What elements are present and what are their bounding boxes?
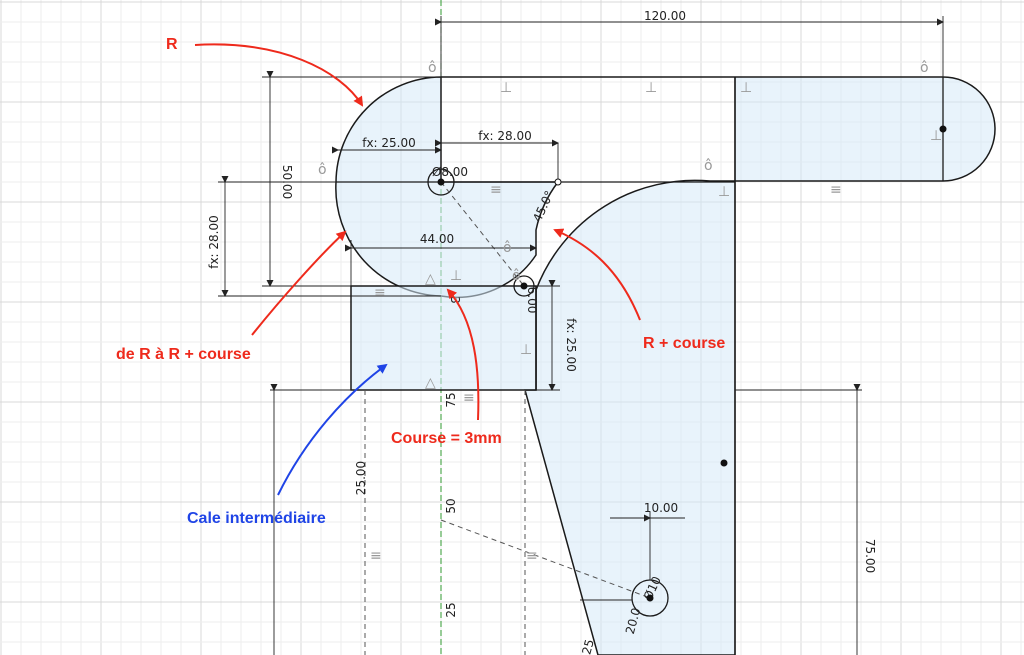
sketch-profile[interactable] bbox=[335, 76, 996, 655]
fix-icon: △ bbox=[425, 375, 436, 391]
blue-annotation-arrows bbox=[277, 363, 388, 496]
equal-icon: ≡ bbox=[374, 285, 386, 301]
left-arc-profile[interactable] bbox=[335, 76, 560, 299]
sketch-point[interactable] bbox=[939, 125, 947, 133]
tangent-icon: ô bbox=[428, 60, 437, 76]
open-point[interactable] bbox=[554, 178, 562, 186]
sketch-point[interactable] bbox=[520, 282, 528, 290]
tangent-icon: ô bbox=[318, 162, 327, 178]
sketch-point[interactable] bbox=[720, 459, 728, 467]
tangent-icon: ô bbox=[704, 158, 713, 174]
fix-icon: △ bbox=[425, 271, 436, 287]
annotation-r-to-r-course: de R à R + course bbox=[116, 346, 251, 363]
red-annotation-arrows bbox=[194, 43, 641, 421]
dim-fx25-right[interactable]: fx: 25.00 bbox=[564, 318, 578, 372]
center-point[interactable] bbox=[437, 178, 445, 186]
construction-lines bbox=[336, 77, 944, 655]
dim-fx28-left[interactable]: fx: 28.00 bbox=[207, 215, 221, 269]
annotation-r: R bbox=[166, 36, 178, 53]
small-hole bbox=[513, 275, 535, 297]
dim-8[interactable]: Ø8.00 bbox=[432, 165, 468, 179]
pivot-hole bbox=[427, 168, 455, 196]
tangent-icon: ô bbox=[512, 268, 521, 284]
dim-20[interactable]: 20.0 bbox=[623, 606, 643, 635]
dim-75-small[interactable]: 75 bbox=[444, 392, 458, 407]
annotation-course: Course = 3mm bbox=[391, 430, 502, 447]
tangent-icon: ô bbox=[920, 60, 929, 76]
equal-icon: ≡ bbox=[526, 548, 538, 564]
intermediate-shim[interactable] bbox=[350, 285, 537, 391]
dim-50-left[interactable]: 50.00 bbox=[280, 165, 294, 199]
annotation-r-plus-course: R + course bbox=[643, 335, 725, 352]
perpendicular-icon: ⊥ bbox=[520, 342, 532, 358]
sketch-points[interactable] bbox=[437, 125, 947, 602]
perpendicular-icon: ⊥ bbox=[645, 80, 657, 96]
dim-120[interactable]: 120.00 bbox=[644, 9, 686, 23]
dim-25-axis[interactable]: 25 bbox=[444, 602, 458, 617]
dim-25-left[interactable]: 25.00 bbox=[354, 461, 368, 495]
dimension-labels[interactable]: 120.00 fx: 25.00 fx: 28.00 Ø8.00 50.00 f… bbox=[207, 9, 877, 655]
tangent-icon: ô bbox=[503, 240, 512, 256]
dim-44[interactable]: 44.00 bbox=[420, 232, 454, 246]
constraint-glyphs: ô ô ô ô ô ô ⊥ ⊥ ⊥ ⊥ ⊥ ⊥ ⊥ △ △ ≡ ≡ ≡ ≡ ≡ … bbox=[318, 60, 942, 564]
dashed-construction bbox=[364, 181, 651, 655]
perpendicular-icon: ⊥ bbox=[740, 80, 752, 96]
perpendicular-icon: ⊥ bbox=[500, 80, 512, 96]
perpendicular-icon: ⊥ bbox=[718, 184, 730, 200]
dim-50-axis[interactable]: 50 bbox=[444, 498, 458, 513]
equal-icon: ≡ bbox=[830, 182, 842, 198]
perpendicular-icon: ⊥ bbox=[930, 128, 942, 144]
dimension-lines bbox=[218, 16, 944, 655]
dim-fx25-top[interactable]: fx: 25.00 bbox=[362, 136, 416, 150]
dim-75-right[interactable]: 75.00 bbox=[863, 539, 877, 573]
equal-icon: ≡ bbox=[370, 548, 382, 564]
dim-10[interactable]: 10.00 bbox=[644, 501, 678, 515]
dim-fx28-top[interactable]: fx: 28.00 bbox=[478, 129, 532, 143]
dim-25-bottom[interactable]: 25 bbox=[579, 638, 596, 655]
sketch-point[interactable] bbox=[646, 594, 654, 602]
dim-6[interactable]: 6.00 bbox=[525, 287, 539, 314]
equal-icon: ≡ bbox=[490, 182, 502, 198]
equal-icon: ≡ bbox=[463, 390, 475, 406]
perpendicular-icon: ⊥ bbox=[450, 268, 462, 284]
annotation-cale: Cale intermédiaire bbox=[187, 510, 326, 527]
